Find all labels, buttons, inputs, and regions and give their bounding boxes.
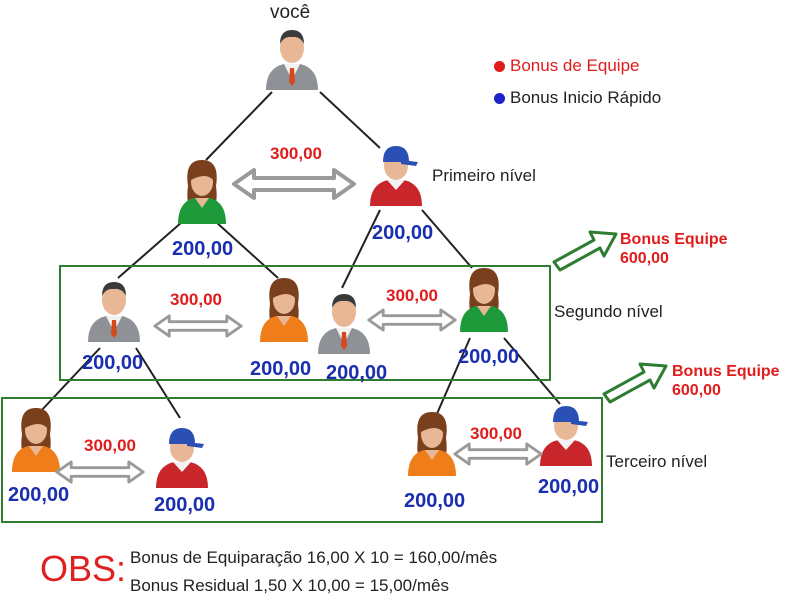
double-arrow-icon bbox=[367, 308, 457, 332]
red-dot-icon bbox=[494, 60, 505, 72]
member-value: 200,00 bbox=[458, 346, 520, 368]
man-suit-icon bbox=[88, 282, 140, 342]
second-level-label: Segundo nível bbox=[554, 302, 663, 321]
legend-label: Bonus de Equipe bbox=[510, 56, 640, 75]
pair-value: 300,00 bbox=[470, 424, 522, 443]
member-value: 200,00 bbox=[250, 358, 312, 380]
woman-orange-icon bbox=[12, 408, 60, 472]
team-bonus-value: 600,00 bbox=[620, 250, 669, 267]
member-value: 200,00 bbox=[404, 490, 466, 512]
member-value: 200,00 bbox=[538, 476, 600, 498]
man-cap-icon bbox=[540, 406, 592, 466]
woman-green-icon bbox=[178, 160, 226, 224]
team-bonus-label: Bonus Equipe bbox=[620, 231, 728, 248]
first-level-label: Primeiro nível bbox=[432, 166, 536, 185]
man-cap-icon bbox=[156, 428, 208, 488]
blue-dot-icon bbox=[494, 92, 505, 104]
man-suit-icon bbox=[318, 294, 370, 354]
pair-value: 300,00 bbox=[84, 436, 136, 455]
double-arrow-icon bbox=[153, 314, 243, 338]
top-label: você bbox=[270, 2, 311, 23]
team-bonus-value: 600,00 bbox=[672, 382, 721, 399]
obs-line: Bonus de Equiparação 16,00 X 10 = 160,00… bbox=[130, 548, 498, 567]
member-value: 200,00 bbox=[172, 238, 234, 260]
team-bonus-label: Bonus Equipe bbox=[672, 363, 780, 380]
legend-label: Bonus Inicio Rápido bbox=[510, 88, 662, 107]
member-value: 200,00 bbox=[154, 494, 216, 516]
obs-label: OBS: bbox=[40, 548, 127, 589]
double-arrow-icon bbox=[232, 168, 356, 200]
obs-line: Bonus Residual 1,50 X 10,00 = 15,00/mês bbox=[130, 576, 449, 595]
team-bonus-second: Bonus Equipe 600,00 bbox=[620, 230, 728, 268]
member-value: 200,00 bbox=[82, 352, 144, 374]
pair-value: 300,00 bbox=[270, 144, 322, 163]
second-level-box bbox=[59, 265, 551, 381]
green-arrow-icon bbox=[552, 230, 618, 272]
third-level-label: Terceiro nível bbox=[606, 452, 708, 471]
man-cap-icon bbox=[370, 146, 422, 206]
team-bonus-third: Bonus Equipe 600,00 bbox=[672, 362, 780, 400]
legend-item-quick-start: Bonus Inicio Rápido bbox=[494, 88, 661, 108]
woman-orange-icon bbox=[408, 412, 456, 476]
legend-item-team-bonus: Bonus de Equipe bbox=[494, 56, 640, 76]
third-level-box bbox=[1, 397, 603, 523]
connector-lines bbox=[39, 91, 561, 419]
double-arrow-icon bbox=[453, 442, 543, 466]
pair-value: 300,00 bbox=[386, 286, 438, 305]
pair-value: 300,00 bbox=[170, 290, 222, 309]
man-suit-icon bbox=[266, 30, 318, 90]
member-value: 200,00 bbox=[8, 484, 70, 506]
member-value: 200,00 bbox=[372, 222, 434, 244]
member-value: 200,00 bbox=[326, 362, 388, 384]
green-arrow-icon bbox=[602, 362, 668, 404]
woman-orange-icon bbox=[260, 278, 308, 342]
double-arrow-icon bbox=[55, 460, 145, 484]
woman-green-icon bbox=[460, 268, 508, 332]
